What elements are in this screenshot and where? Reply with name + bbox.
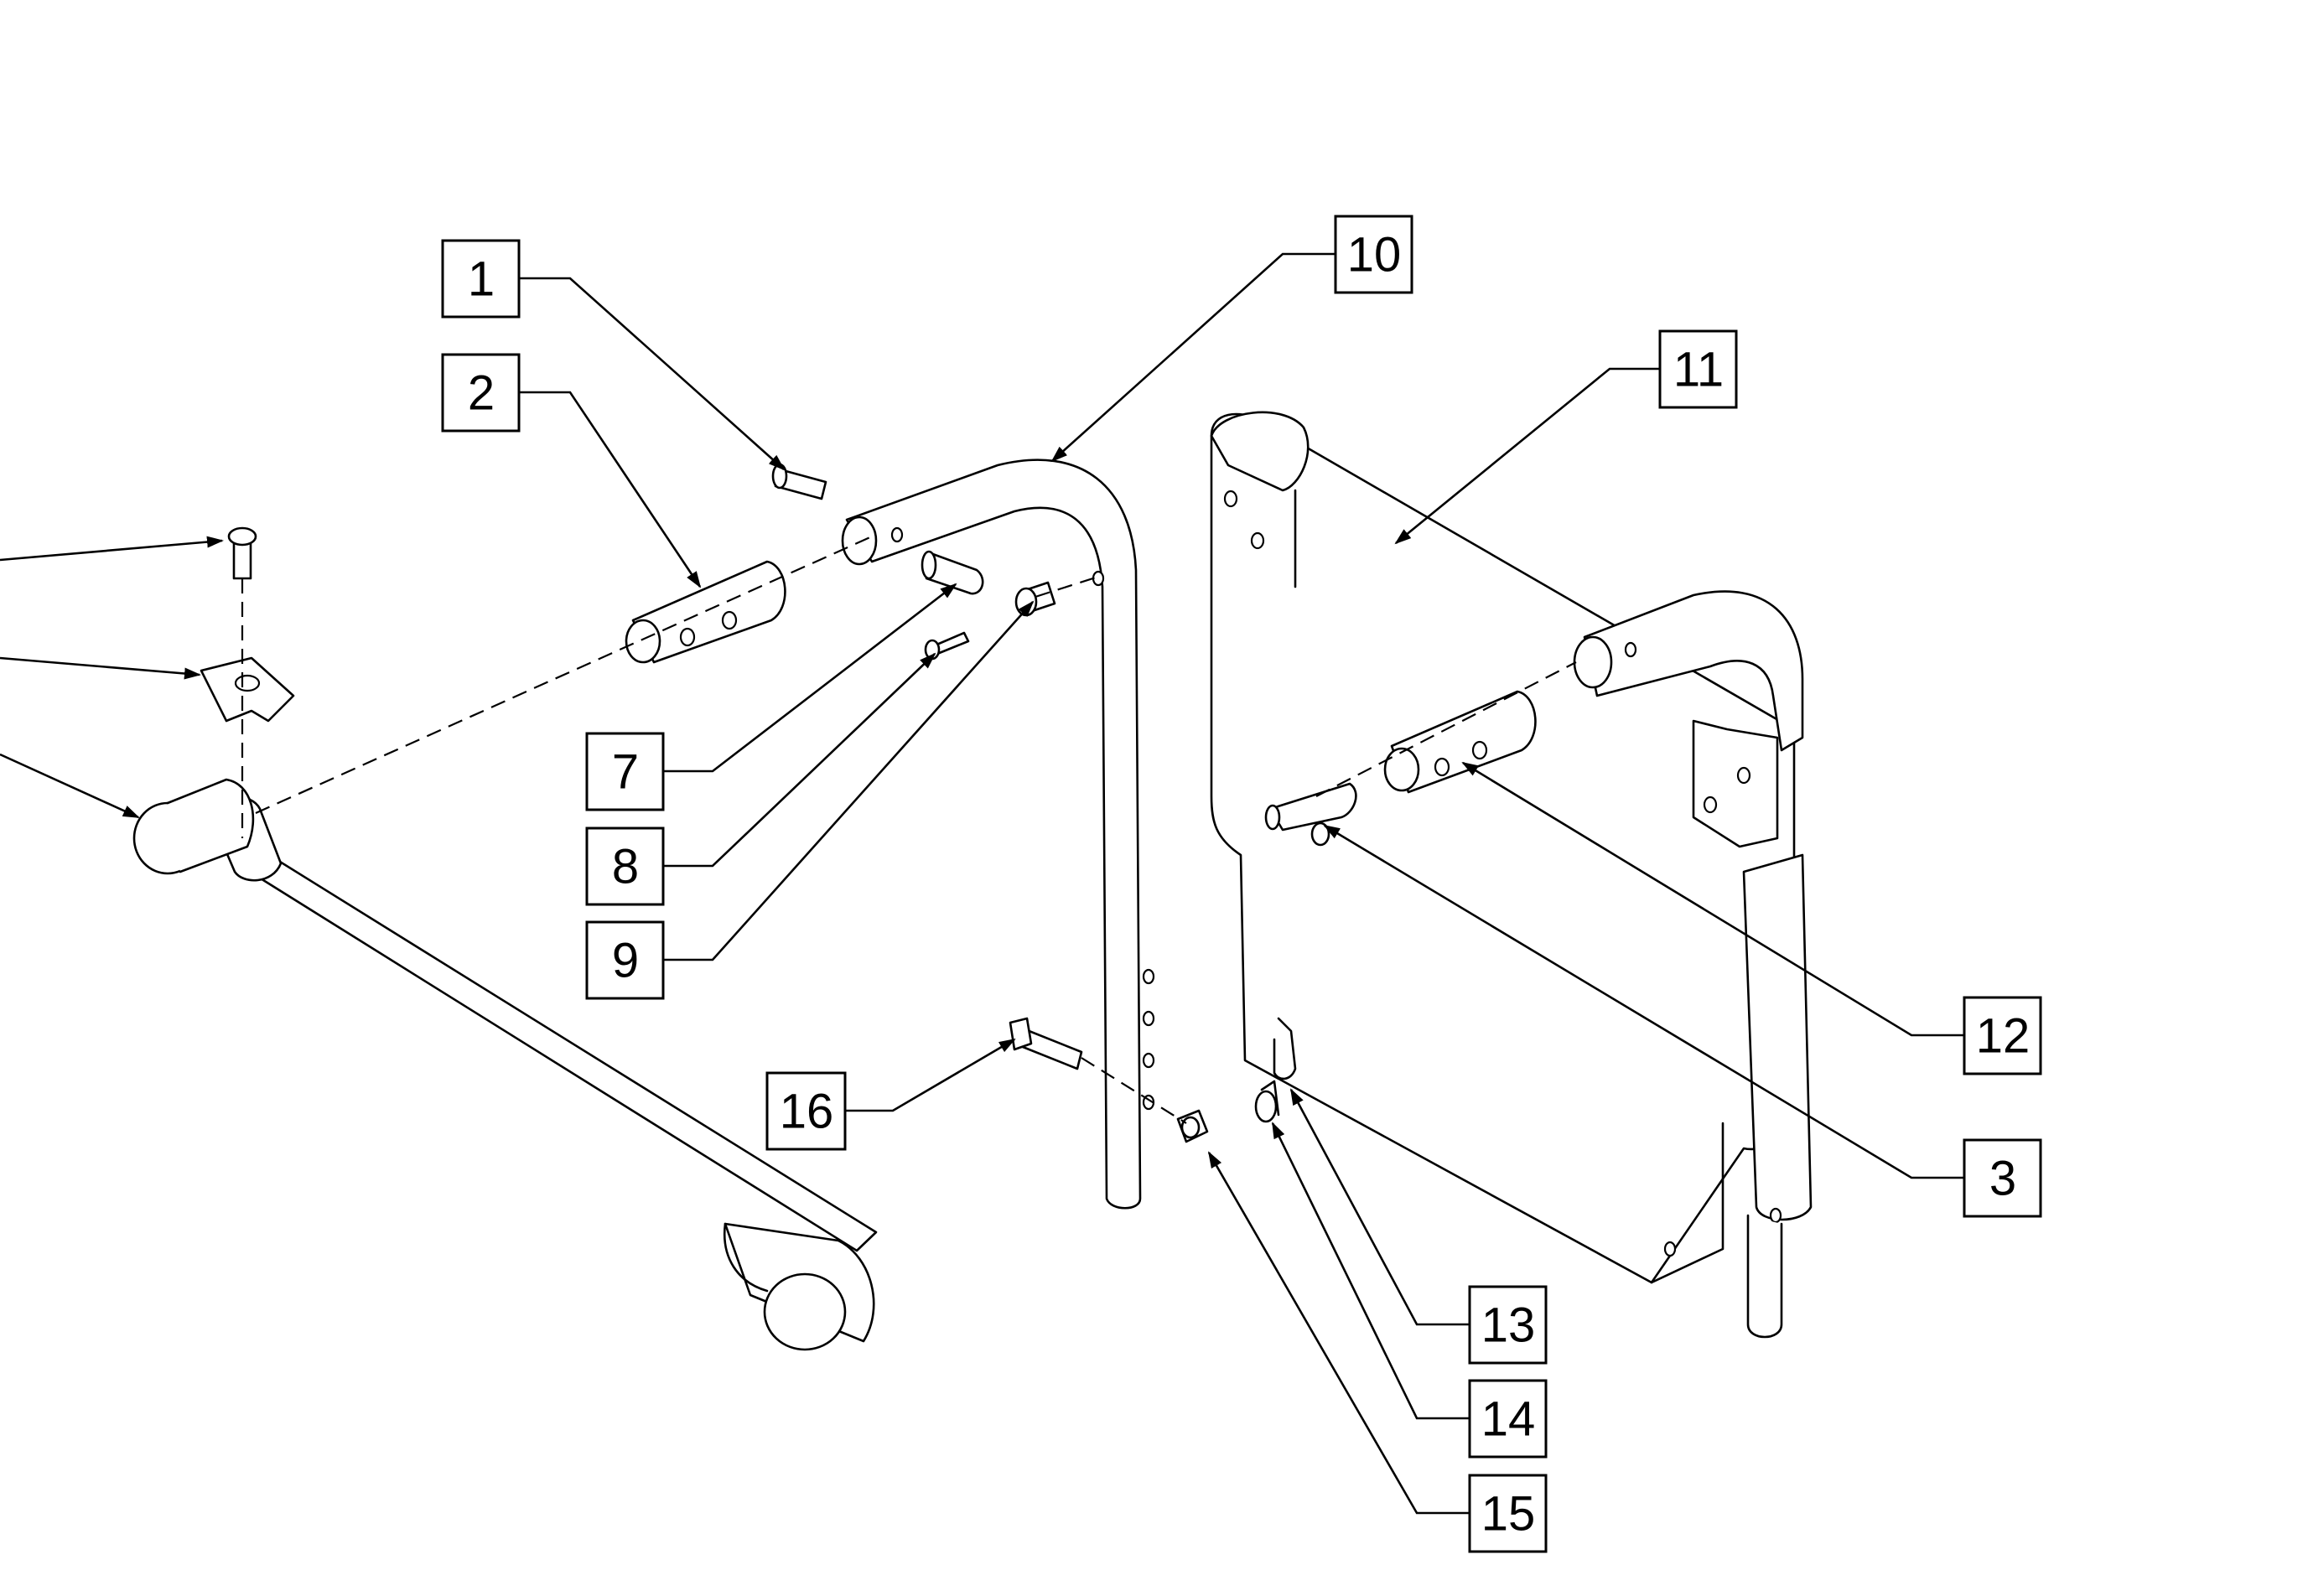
clip-part-14 (1254, 1080, 1280, 1123)
leader-lines (0, 252, 1964, 1515)
callout-3: 3 (1963, 1138, 2042, 1218)
callout-8-label: 8 (612, 840, 639, 894)
callout-12: 12 (1963, 996, 2042, 1075)
clamp-bracket (200, 656, 295, 723)
clip-part-13 (1273, 1017, 1297, 1080)
callout-15-label: 15 (1481, 1487, 1536, 1542)
callout-10-label: 10 (1347, 228, 1402, 282)
callout-8: 8 (585, 826, 665, 906)
insert-tube (625, 560, 786, 664)
callout-15: 15 (1468, 1474, 1548, 1553)
panel-tube (1573, 590, 1813, 1339)
callout-11: 11 (1658, 329, 1738, 409)
callout-3-label: 3 (1989, 1152, 2016, 1206)
callout-1: 1 (441, 239, 521, 319)
callout-2: 2 (441, 353, 521, 433)
nut-part-15 (1176, 1109, 1209, 1143)
callout-9: 9 (585, 920, 665, 1000)
callout-9-label: 9 (612, 934, 639, 988)
assembly-lines (241, 535, 1577, 1124)
callout-16-label: 16 (780, 1085, 834, 1139)
callout-7: 7 (585, 732, 665, 811)
bolt-part-16 (1009, 1017, 1083, 1070)
callout-12-label: 12 (1976, 1009, 2031, 1064)
pin-part-7 (921, 550, 984, 595)
callout-16: 16 (765, 1071, 847, 1151)
screw-part-8 (924, 631, 970, 661)
side-panel (1210, 411, 1796, 1284)
callout-10: 10 (1334, 215, 1413, 294)
callout-7-label: 7 (612, 745, 639, 800)
insert-part-12 (1383, 690, 1537, 794)
callout-13-label: 13 (1481, 1298, 1536, 1353)
nut-part-9 (1014, 581, 1056, 617)
callout-2-label: 2 (468, 366, 495, 421)
callout-14: 14 (1468, 1379, 1548, 1459)
callout-1-label: 1 (468, 252, 495, 307)
callout-14-label: 14 (1481, 1392, 1536, 1447)
callout-13: 13 (1468, 1285, 1548, 1365)
callout-11-label: 11 (1673, 343, 1724, 397)
armrest-bar (132, 778, 878, 1351)
armrest-tube (841, 459, 1155, 1210)
screw-top (227, 526, 257, 580)
screw-part-1 (771, 463, 827, 500)
